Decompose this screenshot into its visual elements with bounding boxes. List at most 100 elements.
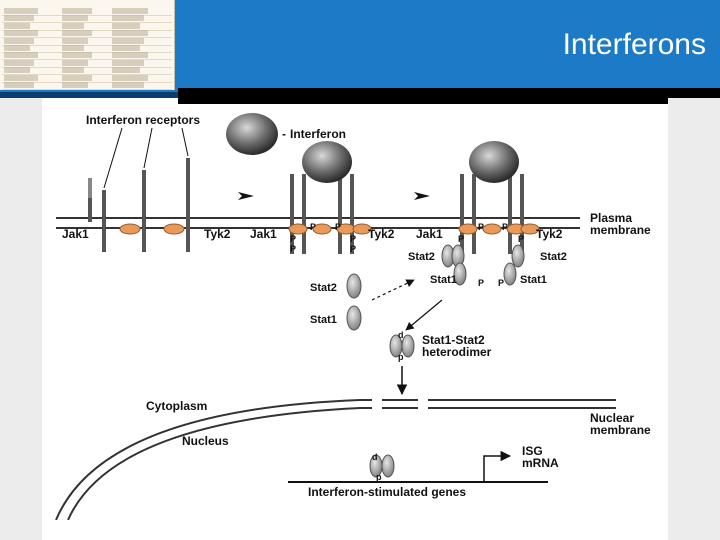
thumbnail-cell	[112, 8, 148, 14]
label-interferon-receptors: Interferon receptors	[86, 113, 200, 127]
interferon-molecule	[226, 113, 278, 155]
thumbnail-cell	[112, 37, 144, 44]
interferon-signaling-diagram: Interferon receptors - Interferon Jak1 T…	[42, 104, 668, 520]
thumbnail-cell	[112, 52, 148, 59]
thumbnail-cell	[4, 82, 34, 88]
label-stat1: Stat1	[520, 274, 547, 286]
interferon-molecule-bound	[469, 141, 519, 183]
thumbnail-cell	[62, 8, 92, 14]
label-isg: ISG	[522, 444, 543, 458]
slide-margin-left	[0, 98, 42, 540]
receptor-pair-bound-2	[458, 174, 540, 254]
label-plasma: Plasma	[590, 211, 632, 225]
thumbnail-cell	[4, 37, 34, 44]
thumbnail-cell	[112, 82, 144, 88]
interferon-molecule-bound	[302, 141, 352, 183]
label-phosphate: P	[350, 234, 356, 244]
label-tyk2: Tyk2	[536, 227, 563, 241]
label-d: d	[398, 330, 404, 340]
thumbnail-cell	[112, 59, 144, 66]
label-stat1: Stat1	[310, 314, 337, 326]
label-stat2: Stat2	[310, 282, 337, 294]
nuclear-membrane	[55, 397, 616, 520]
thumbnail-cell	[62, 59, 88, 66]
label-stat2: Stat2	[540, 251, 567, 263]
label-phosphate: P	[290, 244, 296, 254]
label-phosphate: P	[350, 244, 356, 254]
banner-shadow-bar	[178, 88, 720, 104]
thumbnail-cell	[4, 30, 38, 37]
thumbnail-cell	[4, 59, 34, 66]
label-phosphate: P	[502, 222, 508, 232]
label-tyk2: Tyk2	[368, 227, 395, 241]
dimerization-arrow	[405, 299, 443, 331]
label-jak1: Jak1	[62, 227, 89, 241]
nuclear-stat	[381, 454, 395, 478]
label-phosphate: P	[290, 234, 296, 244]
thumbnail-cell	[4, 52, 38, 59]
label-heterodimer: heterodimer	[422, 345, 492, 359]
thumbnail-row	[2, 59, 172, 68]
receptor-pair-unbound	[88, 158, 190, 252]
label-tyk2: Tyk2	[204, 227, 231, 241]
thumbnail-row	[2, 15, 172, 24]
label-phosphate-lower: p	[376, 472, 382, 482]
reference-table-thumbnail	[0, 0, 175, 90]
thumbnail-row	[2, 37, 172, 46]
thumbnail-cell	[62, 22, 84, 29]
thumbnail-cell	[62, 15, 88, 22]
receptor-pair-bound-1	[288, 174, 372, 254]
label-interferon-dash: -	[282, 127, 286, 141]
slide-title: Interferons	[562, 28, 706, 61]
label-d: d	[372, 452, 378, 462]
progression-arrow	[238, 192, 254, 200]
label-phosphate: P	[335, 222, 341, 232]
label-nucleus: Nucleus	[182, 434, 229, 448]
label-stat2: Stat2	[408, 251, 435, 263]
label-phosphate: P	[498, 278, 504, 288]
label-phosphate: P	[458, 234, 464, 244]
heterodimer-stat	[401, 334, 415, 358]
stat2-protein	[346, 273, 362, 299]
label-interferon-stimulated-genes: Interferon-stimulated genes	[308, 485, 466, 499]
label-interferon: Interferon	[290, 127, 346, 141]
label-nuclear-membrane: membrane	[590, 423, 651, 437]
label-phosphate-lower: p	[398, 352, 404, 362]
thumbnail-row	[2, 82, 172, 90]
label-phosphate: P	[478, 278, 484, 288]
slide-margin-right	[668, 98, 720, 540]
stat-proteins-docked	[441, 244, 525, 286]
thumbnail-cell	[4, 45, 30, 51]
label-mrna: mRNA	[522, 456, 559, 470]
thumbnail-cell	[4, 15, 34, 22]
thumbnail-cell	[4, 22, 30, 29]
thumbnail-cell	[62, 45, 84, 51]
stat1-protein	[346, 305, 362, 331]
thumbnail-cell	[62, 30, 92, 37]
label-phosphate: P	[518, 234, 524, 244]
label-phosphate: P	[478, 222, 484, 232]
thumbnail-cell	[112, 45, 140, 51]
recruitment-arrow	[371, 279, 415, 301]
label-nuclear: Nuclear	[590, 411, 634, 425]
transcription-arrow	[483, 450, 512, 482]
label-jak1: Jak1	[250, 227, 277, 241]
thumbnail-cell	[112, 74, 148, 81]
thumbnail-cell	[62, 67, 84, 74]
label-cytoplasm: Cytoplasm	[146, 399, 207, 413]
thumbnail-cell	[112, 67, 140, 74]
progression-arrow	[414, 192, 430, 200]
label-membrane: membrane	[590, 223, 651, 237]
thumbnail-cell	[62, 52, 92, 59]
thumbnail-cell	[112, 22, 140, 29]
label-jak1: Jak1	[416, 227, 443, 241]
label-heterodimer: Stat1-Stat2	[422, 333, 485, 347]
thumbnail-cell	[62, 82, 88, 88]
label-phosphate: P	[310, 222, 316, 232]
thumbnail-cell	[4, 67, 30, 74]
thumbnail-cell	[112, 30, 148, 37]
thumbnail-cell	[4, 8, 38, 14]
thumbnail-cell	[4, 74, 38, 81]
label-stat1: Stat1	[430, 274, 457, 286]
thumbnail-cell	[62, 37, 88, 44]
